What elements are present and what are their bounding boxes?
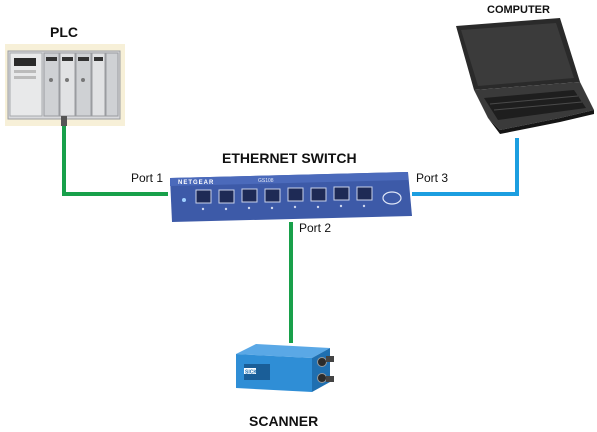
- switch-brand-text: NETGEAR: [178, 180, 214, 186]
- scanner-title: SCANNER: [249, 413, 319, 429]
- plc-device: [5, 44, 125, 126]
- link-port3-computer: [412, 138, 519, 196]
- switch-model-text: GS108: [258, 178, 274, 184]
- port-3-label: Port 3: [416, 171, 449, 185]
- switch-title: ETHERNET SWITCH: [222, 150, 357, 166]
- scanner-brand-text: SICK: [245, 370, 257, 376]
- port-1-label: Port 1: [131, 171, 164, 185]
- switch-device: [170, 172, 412, 222]
- computer-title: COMPUTER: [487, 4, 550, 16]
- port-2-label: Port 2: [299, 221, 332, 235]
- scanner-device: [236, 344, 334, 392]
- laptop-device: [456, 18, 594, 134]
- link-plc-port1: [62, 126, 168, 196]
- plc-title: PLC: [50, 24, 78, 40]
